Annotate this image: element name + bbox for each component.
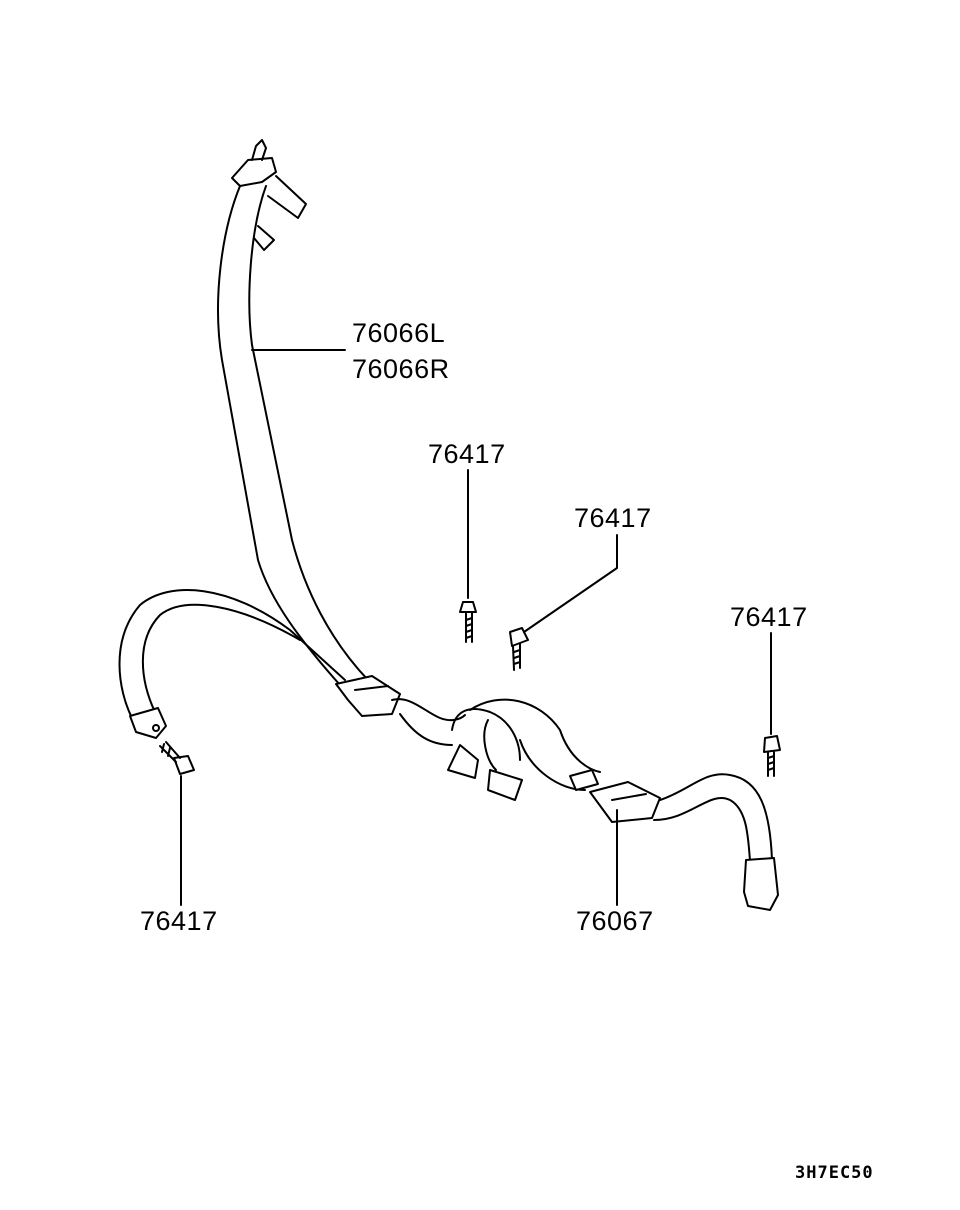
callout-bolt-middle: 76417 [574,503,652,533]
callout-76066R: 76066R [352,354,450,384]
callout-center-belt: 76067 [576,906,654,936]
buckle [335,675,466,746]
lap-belt-left [118,589,346,739]
callout-bolt-top: 76417 [428,439,506,469]
diagram-code: 3H7EC50 [795,1163,874,1183]
lap-belt-right [653,773,779,911]
bolt-bottom-left [159,741,195,775]
bolt-top [459,601,477,643]
bolt-middle [509,627,529,671]
leader-lines [180,349,772,906]
bolt-right [763,735,781,777]
upper-anchor [231,139,307,251]
callout-bolt-right: 76417 [730,602,808,632]
shoulder-belt [217,185,369,686]
callout-76066L: 76066L [352,318,446,348]
center-latch [569,769,661,823]
callout-bolt-bottom-left: 76417 [140,906,218,936]
